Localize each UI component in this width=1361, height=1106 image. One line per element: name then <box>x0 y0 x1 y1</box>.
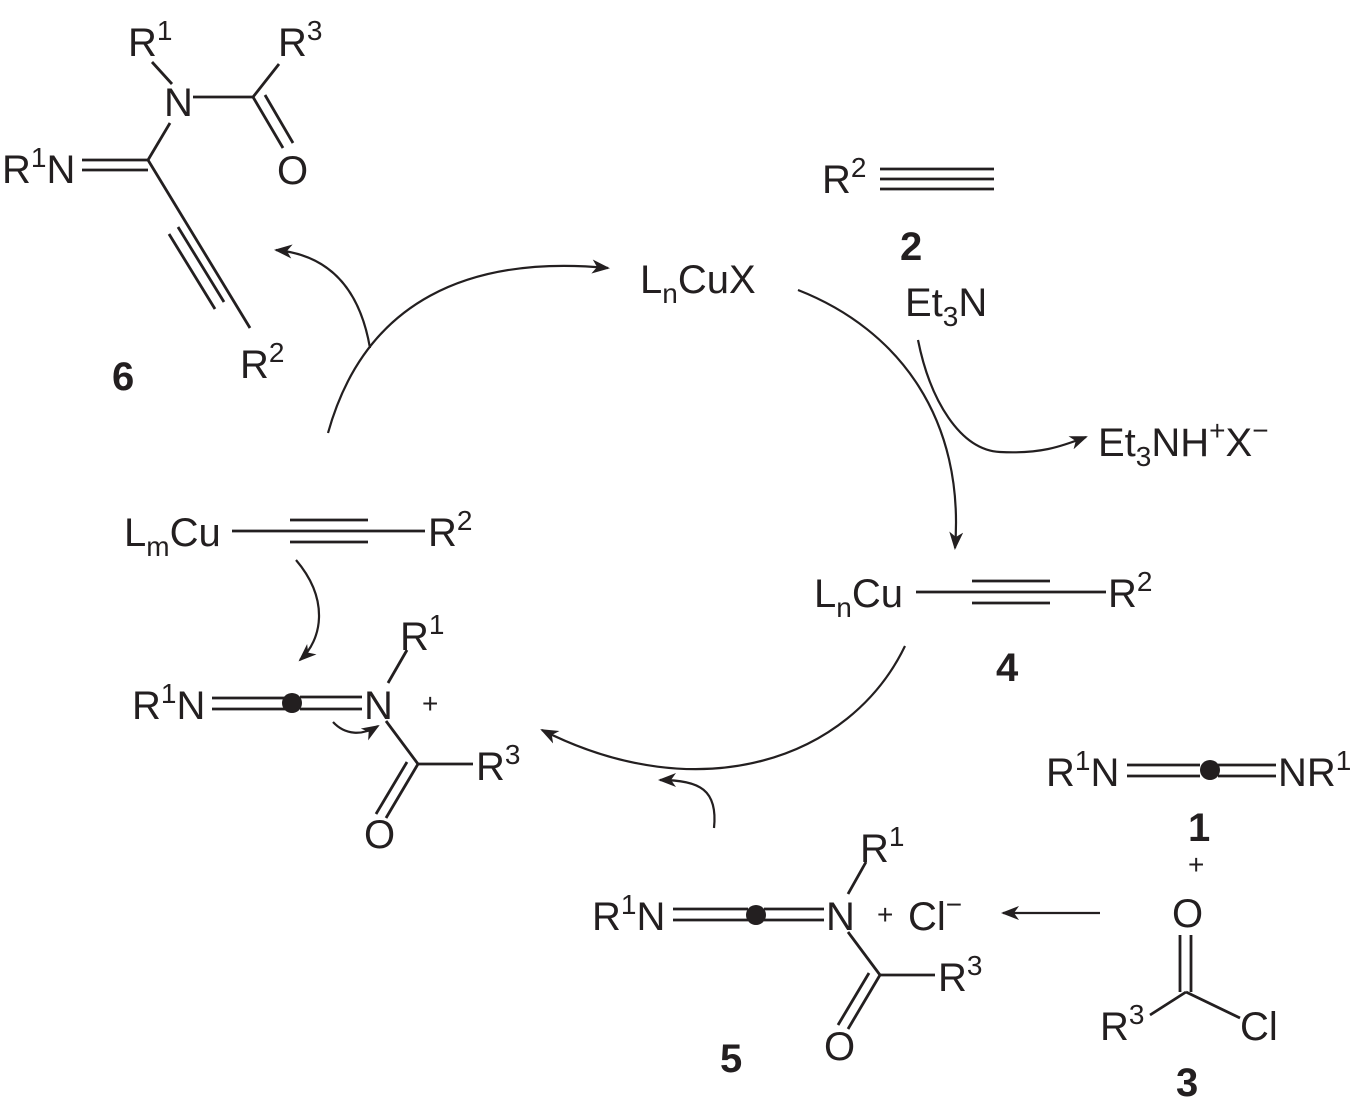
carbonyl-o-label: O <box>277 149 308 193</box>
plus-charge: + <box>877 899 893 930</box>
bond <box>384 720 420 765</box>
byproduct-et3nhx: Et3NH+X− <box>1098 415 1269 472</box>
arrow-to-catalyst <box>326 259 610 434</box>
arrow-to-byproduct <box>916 339 1088 454</box>
r1-label: R1 <box>400 609 444 659</box>
plus-charge: + <box>422 688 438 719</box>
cl-label: Cl <box>1240 1005 1278 1049</box>
central-carbon <box>746 905 766 925</box>
r3-label: R3 <box>278 15 322 65</box>
n-plus-label: N <box>364 684 393 728</box>
acyl-chloride-3: O R3 Cl 3 <box>1100 892 1278 1105</box>
arrow-to-acetylide-4 <box>797 288 964 550</box>
arrow-to-central-carbon <box>295 559 321 662</box>
triple-bond <box>146 159 252 329</box>
central-carbon <box>282 693 302 713</box>
r3-label: R3 <box>1100 999 1144 1049</box>
bond <box>263 94 295 144</box>
carbonyl-o-label: O <box>824 1025 855 1069</box>
r2-label: R2 <box>822 152 866 202</box>
r3-label: R3 <box>476 739 520 789</box>
carbonyl-o-label: O <box>1172 892 1203 936</box>
compound-6-number: 6 <box>112 355 134 399</box>
r1n-label: R1N <box>592 889 665 939</box>
r1n-label: R1N <box>1046 745 1119 795</box>
alkyne-2: R2 2 <box>822 152 994 269</box>
double-bond <box>374 761 409 815</box>
reagent-et3n: Et3N <box>905 281 987 332</box>
r2-label: R2 <box>240 337 284 387</box>
arrow-from-intermediate-5 <box>658 773 716 829</box>
bond <box>1185 990 1241 1020</box>
bond <box>150 61 174 85</box>
bond <box>146 122 172 161</box>
lncu-label: LnCu <box>814 572 903 623</box>
r1-label: R1 <box>860 821 904 871</box>
carbodiimide-1: R1N NR1 1 + <box>1046 745 1351 880</box>
compound-2-number: 2 <box>900 225 922 269</box>
nr1-label: NR1 <box>1278 745 1351 795</box>
r1n-label: R1N <box>132 678 205 728</box>
triple-bond <box>167 233 217 310</box>
r2-label: R2 <box>428 505 472 555</box>
chloride-label: Cl− <box>908 889 962 939</box>
triple-bond <box>176 226 226 303</box>
double-bond <box>836 972 871 1026</box>
central-carbon <box>1200 760 1220 780</box>
bond <box>386 649 409 684</box>
compound-3-number: 3 <box>1176 1061 1198 1105</box>
r1-label: R1 <box>128 15 172 65</box>
plus-sign: + <box>1188 849 1204 880</box>
double-bond <box>384 763 420 819</box>
intermediate-5: R1N N + Cl− R1 R3 O 5 <box>592 821 982 1081</box>
bond <box>251 96 285 149</box>
carbonyl-o-label: O <box>364 813 395 857</box>
bond <box>251 63 281 98</box>
compound-5-number: 5 <box>720 1037 742 1081</box>
lmcu-label: LmCu <box>124 511 221 562</box>
arrow-to-cation <box>540 645 906 771</box>
copper-acetylide-m: LmCu R2 <box>124 505 472 562</box>
double-bond <box>846 974 882 1030</box>
r2-label: R2 <box>1108 566 1152 616</box>
bond <box>846 861 868 895</box>
compound-1-number: 1 <box>1188 806 1210 850</box>
product-6: R1 R3 N O R1N R2 6 <box>2 15 322 399</box>
catalyst-lncux: LnCuX <box>640 258 756 309</box>
bond <box>846 931 882 976</box>
bond <box>1149 990 1187 1017</box>
acyl-carbodiimide-cation: R1N N + R1 R3 O <box>132 609 520 857</box>
amide-n-label: N <box>164 81 193 125</box>
arrow-to-product-6 <box>274 244 372 349</box>
copper-acetylide-4: LnCu R2 4 <box>814 566 1152 690</box>
imine-n-label: R1N <box>2 142 75 192</box>
n-plus-label: N <box>826 895 855 939</box>
electron-push-arrow <box>332 721 380 741</box>
r3-label: R3 <box>938 950 982 1000</box>
cycle-arrows <box>274 244 1100 920</box>
compound-4-number: 4 <box>996 646 1019 690</box>
